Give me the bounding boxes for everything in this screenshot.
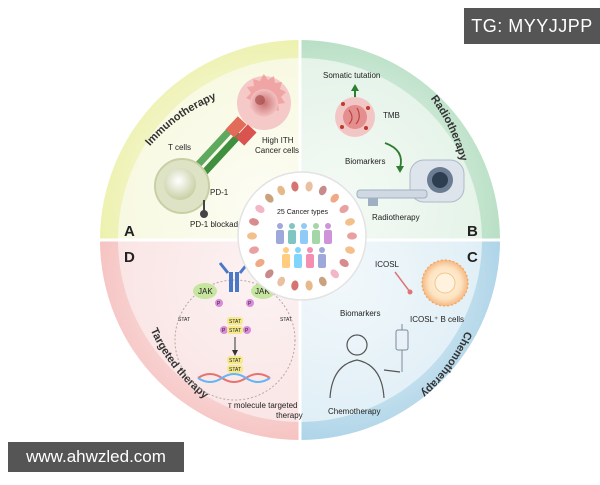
organ-ring xyxy=(247,181,357,291)
label-cancer-cells: Cancer cells xyxy=(255,146,299,155)
label-stat-low-1: STAT xyxy=(229,358,241,364)
person-icon xyxy=(294,247,302,268)
label-radiotherapy: Radiotherapy xyxy=(372,213,420,222)
label-stat-left: STAT xyxy=(178,317,190,323)
person-icon xyxy=(324,223,332,244)
label-high-ith: High ITH xyxy=(262,136,294,145)
letter-c: C xyxy=(467,249,478,266)
organ-icon xyxy=(277,276,286,287)
organ-icon xyxy=(318,276,327,287)
organ-icon xyxy=(291,181,299,192)
chemotherapy-panel: ICOSL Biomarkers ICOSL⁺ B cells Chemothe… xyxy=(328,259,469,416)
label-chemotherapy: Chemotherapy xyxy=(328,407,380,416)
organ-icon xyxy=(318,185,327,196)
immunotherapy-panel: T cells High ITH Cancer cells PD-1 PD-1 … xyxy=(154,74,299,229)
targeted-therapy-panel: JAK JAK STAT STAT P P P P STAT STAT STAT… xyxy=(174,262,303,420)
label-t-cells: T cells xyxy=(168,143,191,152)
organ-icon xyxy=(249,218,259,226)
person-icon xyxy=(276,223,284,244)
person-icon xyxy=(306,247,314,268)
organ-icon xyxy=(345,246,355,254)
person-icon xyxy=(300,223,308,244)
label-pd1-blockade: PD-1 blockade xyxy=(190,220,243,229)
phospho-2: P xyxy=(248,301,252,307)
person-icon xyxy=(318,247,326,268)
patient-figures xyxy=(276,223,332,268)
icosl-ligand-icon xyxy=(407,289,413,295)
label-jak-right: JAK xyxy=(255,287,270,296)
label-stat-low-2: STAT xyxy=(229,367,241,373)
letter-a: A xyxy=(124,223,135,240)
biomarker-arrow xyxy=(384,142,402,169)
organ-icon xyxy=(249,246,259,254)
label-stat-mid-2: STAT xyxy=(229,328,241,334)
label-therapy: therapy xyxy=(276,411,303,420)
label-stat-right: STAT xyxy=(280,317,292,323)
iv-drip-icon xyxy=(395,324,409,372)
organ-icon xyxy=(347,232,357,240)
dna-helix-icon xyxy=(197,373,271,383)
organ-icon xyxy=(330,269,339,279)
label-biomarkers-b: Biomarkers xyxy=(345,157,385,166)
organ-icon xyxy=(339,204,349,214)
cancer-cell-icon xyxy=(237,74,291,130)
letter-d: D xyxy=(124,249,135,266)
watermark-top: TG: MYYJJPP xyxy=(464,8,600,44)
label-icosl: ICOSL xyxy=(375,260,400,269)
patient-icon xyxy=(329,334,401,399)
radiotherapy-scanner-icon xyxy=(356,159,465,206)
phospho-3: P xyxy=(222,328,226,334)
organ-icon xyxy=(277,185,286,196)
label-icosl-b-cells: ICOSL⁺ B cells xyxy=(410,315,464,324)
label-25-cancer-types: 25 Cancer types xyxy=(277,209,328,216)
person-icon xyxy=(312,223,320,244)
radiotherapy-panel: Somatic tutation TMB Biomarkers Radiothe… xyxy=(323,71,465,222)
label-somatic-tutation: Somatic tutation xyxy=(323,71,380,80)
organ-icon xyxy=(305,181,313,192)
organ-icon xyxy=(265,269,274,279)
tumor-cell-icon xyxy=(335,97,375,137)
person-icon xyxy=(288,223,296,244)
pd1-icon xyxy=(200,210,208,218)
organ-icon xyxy=(345,218,355,226)
letter-b: B xyxy=(467,223,478,240)
organ-icon xyxy=(255,258,265,268)
watermark-bottom: www.ahwzled.com xyxy=(8,442,184,472)
label-jak-left: JAK xyxy=(198,287,213,296)
organ-icon xyxy=(255,204,265,214)
label-biomarkers-c: Biomarkers xyxy=(340,309,380,318)
t-cell-icon xyxy=(154,158,210,214)
phospho-1: P xyxy=(217,301,221,307)
phospho-4: P xyxy=(245,328,249,334)
organ-icon xyxy=(339,258,349,268)
person-icon xyxy=(282,247,290,268)
label-tmb: TMB xyxy=(383,111,400,120)
label-molecule-targeted: т molecule targeted xyxy=(228,401,297,410)
label-stat-mid-1: STAT xyxy=(229,319,241,325)
organ-icon xyxy=(330,193,339,203)
label-pd1: PD-1 xyxy=(210,188,229,197)
organ-icon xyxy=(291,280,299,291)
organ-icon xyxy=(265,193,274,203)
organ-icon xyxy=(247,232,257,240)
center-circle: 25 Cancer types xyxy=(237,171,367,301)
organ-icon xyxy=(305,280,313,291)
b-cell-icon xyxy=(421,259,469,307)
tcr-receptor-icon xyxy=(192,116,257,177)
